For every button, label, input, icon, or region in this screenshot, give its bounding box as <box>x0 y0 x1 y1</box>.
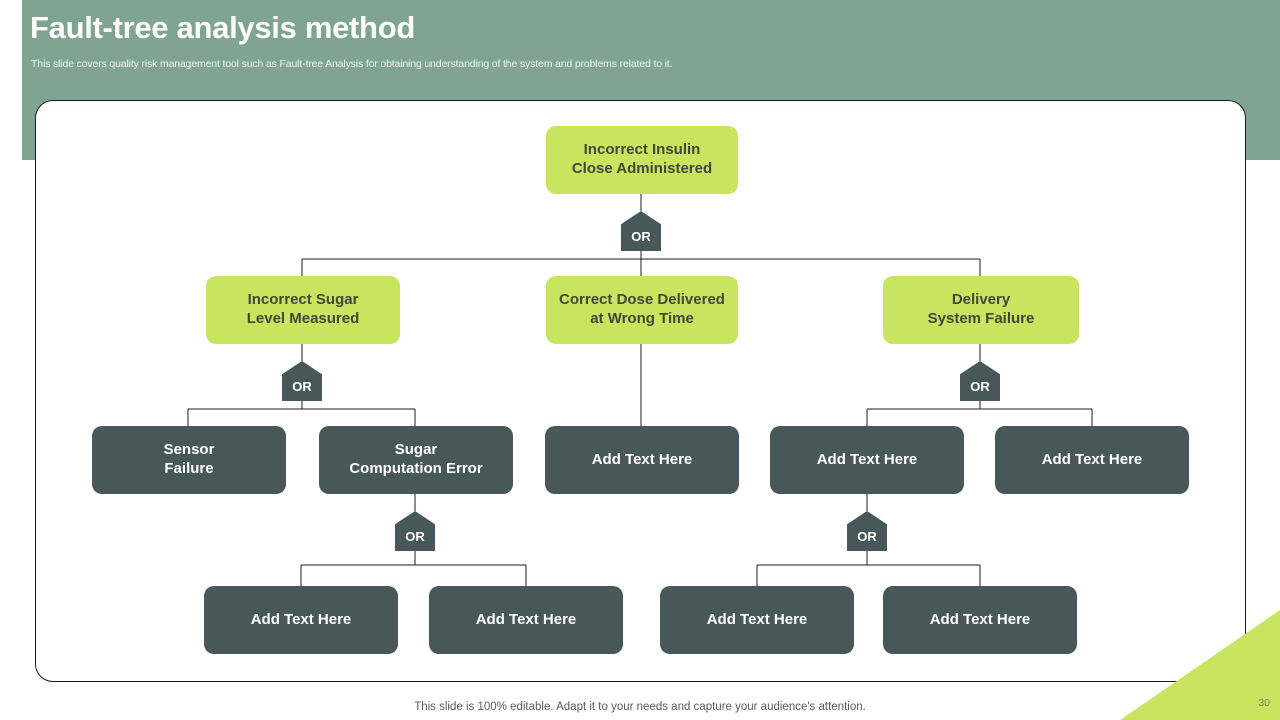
node-delivery-grandchild-1-label: Add Text Here <box>706 610 808 628</box>
node-delivery-child-1-label: Add Text Here <box>816 450 918 468</box>
node-correct-dose-wrong-time[interactable]: Correct Dose Delivered at Wrong Time <box>546 276 738 344</box>
header-left-strip <box>0 0 22 160</box>
node-root-label: Incorrect Insulin Close Administered <box>571 141 713 177</box>
node-sugar-computation-error[interactable]: Sugar Computation Error <box>319 426 513 494</box>
node-root[interactable]: Incorrect Insulin Close Administered <box>546 126 738 194</box>
or-gate-sugar-label: OR <box>292 379 312 394</box>
diagram-card: Incorrect Insulin Close Administered OR … <box>35 100 1246 682</box>
or-gate-sugar-computation-label: OR <box>405 529 425 544</box>
node-delivery-child-2[interactable]: Add Text Here <box>995 426 1189 494</box>
node-incorrect-sugar-level-label: Incorrect Sugar Level Measured <box>246 291 360 327</box>
or-gate-root[interactable]: OR <box>621 211 661 251</box>
node-sugar-computation-child-2-label: Add Text Here <box>475 610 577 628</box>
node-dose-child-1-label: Add Text Here <box>591 450 693 468</box>
page-title: Fault-tree analysis method <box>30 10 415 45</box>
node-delivery-grandchild-2-label: Add Text Here <box>929 610 1031 628</box>
or-gate-delivery[interactable]: OR <box>960 361 1000 401</box>
page-number: 30 <box>1258 697 1270 709</box>
fault-tree-diagram: Incorrect Insulin Close Administered OR … <box>36 101 1245 681</box>
or-gate-sugar-computation[interactable]: OR <box>395 511 435 551</box>
node-sugar-computation-child-1[interactable]: Add Text Here <box>204 586 398 654</box>
node-sugar-computation-child-2[interactable]: Add Text Here <box>429 586 623 654</box>
node-incorrect-sugar-level[interactable]: Incorrect Sugar Level Measured <box>206 276 400 344</box>
node-sugar-computation-error-label: Sugar Computation Error <box>349 441 483 477</box>
or-gate-root-label: OR <box>631 229 651 244</box>
node-sensor-failure-label: Sensor Failure <box>163 441 215 477</box>
node-delivery-child-2-label: Add Text Here <box>1041 450 1143 468</box>
page-subtitle: This slide covers quality risk managemen… <box>31 58 673 70</box>
node-delivery-grandchild-1[interactable]: Add Text Here <box>660 586 854 654</box>
node-delivery-grandchild-2[interactable]: Add Text Here <box>883 586 1077 654</box>
or-gate-sugar[interactable]: OR <box>282 361 322 401</box>
node-delivery-child-1[interactable]: Add Text Here <box>770 426 964 494</box>
node-delivery-system-failure-label: Delivery System Failure <box>927 291 1035 327</box>
or-gate-delivery-label: OR <box>970 379 990 394</box>
node-sensor-failure[interactable]: Sensor Failure <box>92 426 286 494</box>
node-sugar-computation-child-1-label: Add Text Here <box>250 610 352 628</box>
or-gate-delivery-child-label: OR <box>857 529 877 544</box>
corner-wedge-decoration <box>1120 610 1280 720</box>
node-delivery-system-failure[interactable]: Delivery System Failure <box>883 276 1079 344</box>
node-correct-dose-wrong-time-label: Correct Dose Delivered at Wrong Time <box>559 291 725 327</box>
footer-note: This slide is 100% editable. Adapt it to… <box>414 701 866 713</box>
node-dose-child-1[interactable]: Add Text Here <box>545 426 739 494</box>
or-gate-delivery-child[interactable]: OR <box>847 511 887 551</box>
